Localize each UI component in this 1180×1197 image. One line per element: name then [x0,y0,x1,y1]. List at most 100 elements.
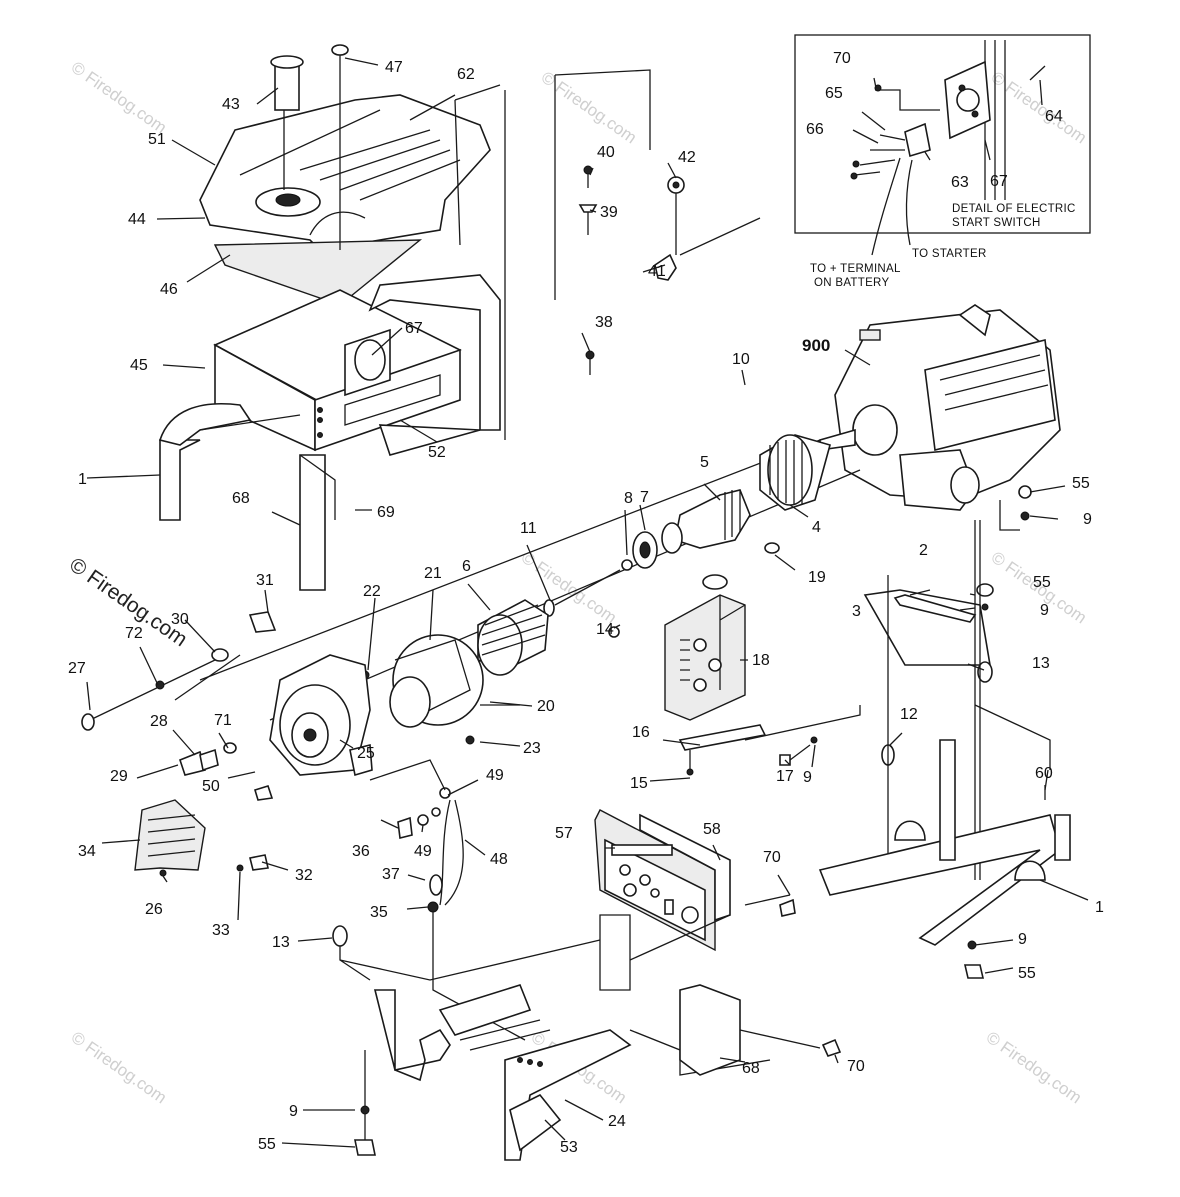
callout-label: 55 [1072,475,1090,492]
callout-label: 50 [202,778,220,795]
callout-label: 9 [289,1103,298,1120]
callout-label: 47 [385,59,403,76]
callout-label: 39 [600,204,618,221]
watermark: © Firedog.com [538,68,640,148]
inset-detail-box: DETAIL OF ELECTRIC START SWITCH TO START… [794,34,1091,289]
callout-label: 36 [352,843,370,860]
callout-label: 72 [125,625,143,642]
watermark: © Firedog.com [68,58,170,138]
callout-label: 62 [457,66,475,83]
callout-labels: 47 62 43 51 44 46 40 42 39 41 38 67 45 5… [68,50,1104,1156]
callout-label: 19 [808,569,826,586]
right-frame [818,485,1071,979]
inset-caption: START SWITCH [952,217,1041,229]
callout-label: 64 [1045,108,1063,125]
callout-label: 16 [632,724,650,741]
bottom-frame [332,925,842,1161]
callout-label: 3 [852,603,861,620]
callout-label: 43 [222,96,240,113]
callout-label: 26 [145,901,163,918]
callout-label: 48 [490,851,508,868]
callout-label: 55 [1018,965,1036,982]
callout-label: 1 [1095,899,1104,916]
engine-assembly [819,304,1061,511]
callout-label: 69 [377,504,395,521]
callout-label: 53 [560,1139,578,1156]
callout-label: 9 [1040,602,1049,619]
alternator-assembly [199,434,861,777]
callout-label: 70 [847,1058,865,1075]
callout-label: 44 [128,211,146,228]
callout-label: 71 [214,712,232,729]
callout-label: 68 [742,1060,760,1077]
callout-label: 1 [78,471,87,488]
callout-label: 9 [803,769,812,786]
callout-label: 49 [414,843,432,860]
callout-label: 70 [833,50,851,67]
fuel-tank-assembly [199,44,491,306]
callout-label: 67 [990,173,1008,190]
callout-label: 27 [68,660,86,677]
callout-label: 900 [802,336,830,355]
callout-label: 52 [428,444,446,461]
callout-label: 29 [110,768,128,785]
watermark: © Firedog.com [983,1028,1085,1108]
upper-fasteners [554,69,761,375]
callout-label: 51 [148,131,166,148]
callout-label: 49 [486,767,504,784]
callout-label: 46 [160,281,178,298]
callout-label: 18 [752,652,770,669]
callout-label: 21 [424,565,442,582]
callout-label: 40 [597,144,615,161]
callout-label: 4 [812,519,821,536]
callout-label: 35 [370,904,388,921]
callout-label: 6 [462,558,471,575]
control-panel [594,809,796,991]
callout-label: 22 [363,583,381,600]
note-to-battery: ON BATTERY [814,277,889,289]
callout-label: 2 [919,542,928,559]
callout-label: 67 [405,320,423,337]
callout-label: 68 [232,490,250,507]
callout-label: 37 [382,866,400,883]
callout-label: 31 [256,572,274,589]
callout-label: 28 [150,713,168,730]
callout-label: 13 [272,934,290,951]
callout-label: 60 [1035,765,1053,782]
inset-caption: DETAIL OF ELECTRIC [952,203,1076,215]
callout-label: 58 [703,821,721,838]
callout-label: 13 [1032,655,1050,672]
callout-label: 25 [357,745,375,762]
callout-label: 20 [537,698,555,715]
callout-label: 70 [763,849,781,866]
callout-label: 14 [596,621,614,638]
callout-label: 32 [295,867,313,884]
callout-label: 7 [640,489,649,506]
leader-lines [86,57,1089,1148]
callout-label: 8 [624,490,633,507]
callout-label: 38 [595,314,613,331]
callout-label: 41 [648,263,666,280]
note-to-battery: TO + TERMINAL [810,263,901,275]
muffler-assembly [608,574,861,776]
callout-label: 65 [825,85,843,102]
callout-label: 9 [1018,931,1027,948]
callout-label: 10 [732,351,750,368]
fuel-line-assembly [369,759,526,1041]
callout-label: 11 [520,520,537,537]
callout-label: 45 [130,357,148,374]
callout-label: 66 [806,121,824,138]
callout-label: 42 [678,149,696,166]
callout-label: 33 [212,922,230,939]
callout-label: 34 [78,843,96,860]
callout-label: 12 [900,706,918,723]
control-bracket [213,289,462,591]
watermark: © Firedog.com [68,1028,170,1108]
callout-label: 63 [951,174,969,191]
callout-label: 30 [171,611,189,628]
callout-label: 23 [523,740,541,757]
end-bracket-parts [81,611,277,877]
frame-rails [158,84,506,521]
callout-label: 24 [608,1113,626,1130]
